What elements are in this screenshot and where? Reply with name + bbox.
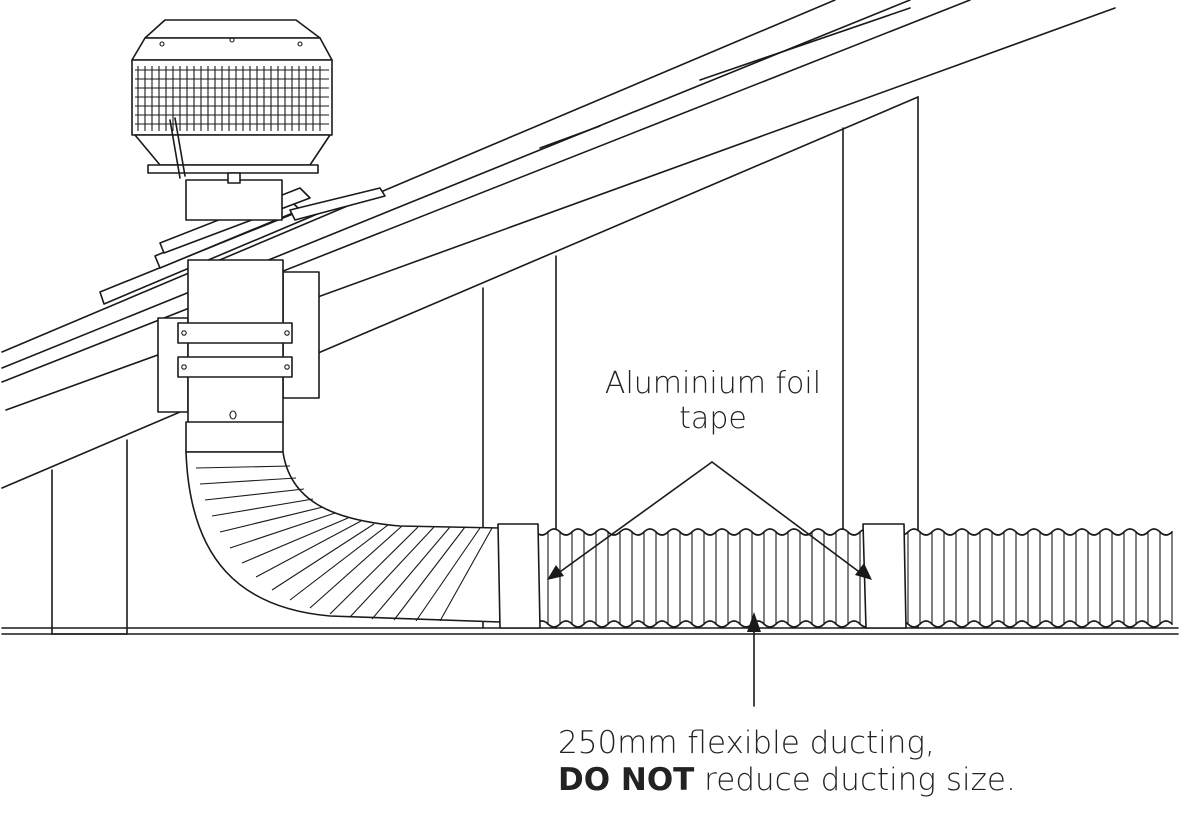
ducting-label-line2-rest: reduce ducting size.	[694, 761, 1016, 798]
foil-tape-leader-left	[547, 461, 713, 580]
flexible-duct-bend	[185, 451, 501, 623]
ducting-label: 250mm flexible ducting, DO NOT reduce du…	[558, 725, 1158, 798]
roof-cowl-fan	[131, 19, 333, 184]
foil-tape-label: Aluminium foil tape	[600, 366, 826, 437]
foil-tape-band-left	[497, 523, 541, 629]
rafter	[1, 96, 919, 489]
foil-tape-band-right	[862, 523, 907, 629]
foil-tape-leader-right	[711, 461, 872, 580]
ceiling-joist	[1, 627, 1179, 635]
ducting-label-line2: DO NOT reduce ducting size.	[558, 762, 1158, 799]
foil-tape-label-line2: tape	[679, 401, 747, 437]
ducting-label-line1: 250mm flexible ducting,	[558, 725, 935, 761]
ducting-leader	[747, 612, 761, 707]
ducting-warning-emphasis: DO NOT	[558, 761, 695, 798]
flexible-ducting-run	[499, 528, 1178, 628]
foil-tape-label-line1: Aluminium foil	[604, 366, 822, 401]
duct-spigot	[157, 179, 320, 453]
